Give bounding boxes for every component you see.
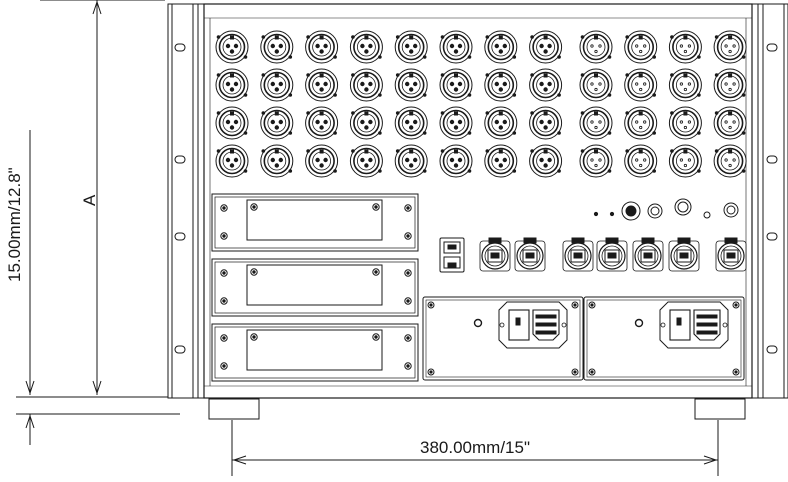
- xlr-female-connector-icon: [529, 106, 563, 140]
- foot-left: [208, 398, 260, 420]
- xlr-female-connector-icon: [484, 106, 518, 140]
- xlr-female-connector-icon: [484, 68, 518, 102]
- xlr-female-connector-icon: [439, 144, 473, 178]
- xlr-female-connector-icon: [529, 144, 563, 178]
- rj45-port-stack[interactable]: [439, 237, 465, 273]
- ethercon-ports: [479, 237, 747, 272]
- height-dimension: [16, 0, 180, 445]
- xlr-male-connector-icon: [579, 106, 613, 140]
- xlr-female-connector-icon: [260, 30, 294, 64]
- card-slot-panel: [211, 193, 419, 252]
- indicator-led: [609, 211, 615, 217]
- xlr-female-connector-icon: [529, 68, 563, 102]
- ethercon-port-icon[interactable]: [715, 237, 747, 272]
- xlr-female-connector-icon: [215, 106, 249, 140]
- bnc-connector-icon: [647, 203, 663, 219]
- xlr-male-connector-icon: [668, 106, 702, 140]
- xlr-male-connector-icon: [713, 106, 747, 140]
- xlr-input-block: [215, 30, 563, 178]
- width-dimension-label: 380.00mm/15": [420, 438, 530, 457]
- xlr-male-connector-icon: [624, 68, 658, 102]
- xlr-female-connector-icon: [349, 106, 383, 140]
- xlr-female-connector-icon: [305, 30, 339, 64]
- xlr-male-connector-icon: [668, 68, 702, 102]
- xlr-female-connector-icon: [260, 144, 294, 178]
- ethercon-port-icon[interactable]: [668, 237, 700, 272]
- card-slot-panel: [211, 323, 419, 382]
- jack-connector-icon: [723, 202, 739, 218]
- jack-connector-icon: [674, 198, 692, 216]
- power-module: [583, 296, 745, 381]
- xlr-female-connector-icon: [305, 68, 339, 102]
- xlr-female-connector-icon: [439, 68, 473, 102]
- xlr-male-connector-icon: [668, 144, 702, 178]
- screw-icon: [703, 211, 711, 219]
- led-icon: [634, 318, 644, 328]
- xlr-female-connector-icon: [529, 30, 563, 64]
- height-dimension-label: 15.00mm/12.8": [5, 167, 24, 282]
- foot-right: [694, 398, 746, 420]
- xlr-female-connector-icon: [484, 30, 518, 64]
- xlr-male-connector-icon: [713, 30, 747, 64]
- xlr-output-block: [579, 30, 747, 178]
- xlr-female-connector-icon: [394, 106, 428, 140]
- indicator-led: [593, 211, 599, 217]
- expansion-card-slots: [211, 193, 419, 382]
- xlr-female-connector-icon: [215, 68, 249, 102]
- xlr-male-connector-icon: [713, 144, 747, 178]
- xlr-male-connector-icon: [579, 144, 613, 178]
- power-module: [422, 296, 584, 381]
- rack-ear-right: [751, 3, 788, 399]
- ethercon-port-icon[interactable]: [596, 237, 628, 272]
- xlr-female-connector-icon: [439, 30, 473, 64]
- width-dimension: [231, 420, 719, 476]
- xlr-female-connector-icon: [394, 144, 428, 178]
- ethercon-port-icon[interactable]: [562, 237, 594, 272]
- ethercon-port-icon[interactable]: [632, 237, 664, 272]
- xlr-male-connector-icon: [713, 68, 747, 102]
- xlr-male-connector-icon: [624, 30, 658, 64]
- height-marker-label: A: [80, 194, 99, 206]
- xlr-male-connector-icon: [579, 30, 613, 64]
- xlr-female-connector-icon: [349, 30, 383, 64]
- xlr-male-connector-icon: [579, 68, 613, 102]
- xlr-female-connector-icon: [394, 68, 428, 102]
- xlr-female-connector-icon: [394, 30, 428, 64]
- xlr-female-connector-icon: [215, 30, 249, 64]
- led-icon: [473, 318, 483, 328]
- xlr-female-connector-icon: [484, 144, 518, 178]
- rack-ear-left: [167, 3, 205, 399]
- ethercon-port-icon[interactable]: [479, 237, 511, 272]
- xlr-female-connector-icon: [439, 106, 473, 140]
- xlr-male-connector-icon: [668, 30, 702, 64]
- power-supply-modules: [422, 296, 745, 381]
- ethercon-port-icon[interactable]: [514, 237, 546, 272]
- xlr-female-connector-icon: [305, 106, 339, 140]
- xlr-female-connector-icon: [349, 144, 383, 178]
- small-controls: [593, 198, 739, 221]
- xlr-female-connector-icon: [260, 68, 294, 102]
- xlr-female-connector-icon: [305, 144, 339, 178]
- xlr-female-connector-icon: [215, 144, 249, 178]
- bnc-connector-icon: [621, 201, 641, 221]
- xlr-male-connector-icon: [624, 106, 658, 140]
- xlr-male-connector-icon: [624, 144, 658, 178]
- card-slot-panel: [211, 258, 419, 317]
- xlr-female-connector-icon: [260, 106, 294, 140]
- xlr-female-connector-icon: [349, 68, 383, 102]
